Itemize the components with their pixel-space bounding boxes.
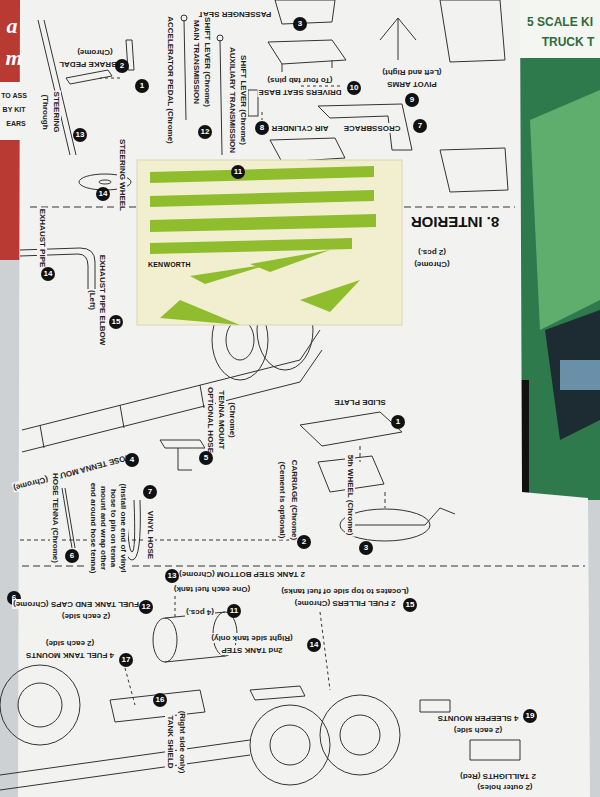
- callout-number: 12: [139, 600, 153, 614]
- part-label: 4 FUEL TANK MOUNTS: [25, 650, 115, 660]
- callout-number: 1: [135, 79, 149, 93]
- part-label: (Left): [87, 289, 97, 311]
- part-label: TENNA MOUNT: [216, 390, 226, 451]
- callout-number: 14: [307, 638, 321, 652]
- part-label: (Right side only): [177, 710, 187, 775]
- part-label: (Left and Right): [381, 67, 442, 77]
- part-label: OPTIONAL HOSE: [205, 386, 215, 454]
- box-art-text: m: [5, 46, 22, 70]
- part-label: HOSE TENNA (Chrome): [50, 472, 60, 564]
- part-label: EXHAUST PIPE: [37, 208, 47, 269]
- part-label: MAIN TRANSMISSION: [191, 19, 201, 105]
- callout-number: 7: [143, 485, 157, 499]
- box-art-text: EARS: [6, 119, 25, 129]
- callout-number: 14: [41, 267, 55, 281]
- part-label: (Chrome): [227, 401, 237, 439]
- callout-number: 9: [405, 93, 419, 107]
- part-label: (4 pcs.): [185, 607, 215, 617]
- part-label: STEERING WHEEL: [117, 138, 127, 212]
- callout-number: 3: [359, 541, 373, 555]
- assembly-note: (Install one end of vinyl hose to pin on…: [88, 481, 128, 575]
- part-label: (Cement is optional): [277, 461, 287, 540]
- callout-number: 13: [73, 128, 87, 142]
- callout-number: 16: [153, 693, 167, 707]
- part-label: 2 FUEL FILLERS (Chrome): [294, 598, 397, 608]
- callout-number: 10: [347, 81, 361, 95]
- callout-number: 6: [65, 549, 79, 563]
- part-label: AUXILIARY TRANSMISSION: [227, 46, 237, 154]
- callout-number: 2: [297, 535, 311, 549]
- part-label: 4 SLEEPER MOUNTS: [437, 713, 520, 723]
- callout-number: 11: [231, 165, 245, 179]
- part-label: CROSSBRACE: [343, 123, 402, 133]
- callout-number: 15: [403, 598, 417, 612]
- part-label: 5th WHEEL (Chrome): [345, 454, 355, 537]
- part-label: (One each fuel tank): [173, 584, 251, 594]
- part-label: DRIVERS SEAT BASE: [258, 87, 343, 97]
- callout-number: 7: [413, 119, 427, 133]
- part-label: ACCELERATOR PEDAL (Chrome): [165, 15, 175, 145]
- part-label: TANK SHIELD: [165, 714, 175, 769]
- callout-number: 17: [119, 653, 133, 667]
- part-label: VINYL HOSE: [145, 510, 155, 560]
- part-label: (2 each side): [61, 611, 111, 621]
- part-label: 2 TANK STEP BOTTOM (Chrome): [178, 569, 306, 579]
- callout-number: 3: [293, 17, 307, 31]
- callout-number: 8: [255, 121, 269, 135]
- part-label: (Through: [40, 93, 50, 130]
- part-label: AIR CYLINDER: [271, 123, 330, 133]
- callout-number: 5: [199, 451, 213, 465]
- callout-number: 4: [125, 453, 139, 467]
- part-label: EXHAUST PIPE ELBOW: [97, 254, 107, 347]
- part-label: PIVOT ARMS: [386, 79, 437, 89]
- part-label: (To four tab pins): [266, 75, 333, 85]
- callout-number: 1: [391, 415, 405, 429]
- part-label: (Chrome): [76, 47, 114, 57]
- callout-number: 2: [115, 59, 129, 73]
- part-label: FUEL TANK END CAPS (Chrome): [12, 599, 140, 609]
- box-art-text: BY KIT: [3, 105, 26, 115]
- part-label: BRAKE PEDAL: [58, 59, 118, 69]
- part-label: STEERING: [51, 91, 61, 134]
- part-label: SLIDE PLATE: [333, 397, 386, 407]
- box-art-text: a: [7, 14, 18, 38]
- callout-number: 15: [109, 315, 123, 329]
- callout-number: 12: [198, 125, 212, 139]
- decal-text: KENWORTH: [148, 261, 191, 268]
- callout-number: 14: [96, 187, 110, 201]
- part-label: SHIFT LEVER (Chrome): [202, 16, 212, 108]
- part-label: (2 pcs.): [417, 247, 447, 257]
- part-label: (Chrome): [413, 259, 451, 269]
- callout-number: 19: [523, 709, 537, 723]
- decal-sheet: KENWORTH: [137, 160, 402, 325]
- box-art-text: 5 SCALE KI: [527, 15, 593, 29]
- part-label: (Locates to top side of fuel tanks): [280, 586, 410, 596]
- box-art-text: TO ASS: [1, 91, 27, 101]
- part-label: (2 outer holes): [476, 782, 533, 792]
- part-label: SHIFT LEVER (Chrome): [238, 54, 248, 146]
- box-art-text: TRUCK T: [542, 35, 595, 49]
- part-label: (Right side tank only): [210, 633, 293, 643]
- callout-number: 13: [165, 569, 179, 583]
- part-label: CARRIAGE (Chrome): [289, 459, 299, 541]
- callout-number: 11: [227, 604, 241, 618]
- part-label: (2 each side): [453, 725, 503, 735]
- section-heading: 8. INTERIOR: [409, 214, 501, 231]
- part-label: (2 each side): [45, 638, 95, 648]
- part-label: 2 TAILLIGHTS (Red): [459, 771, 537, 781]
- part-label: 2nd TANK STEP: [220, 645, 283, 655]
